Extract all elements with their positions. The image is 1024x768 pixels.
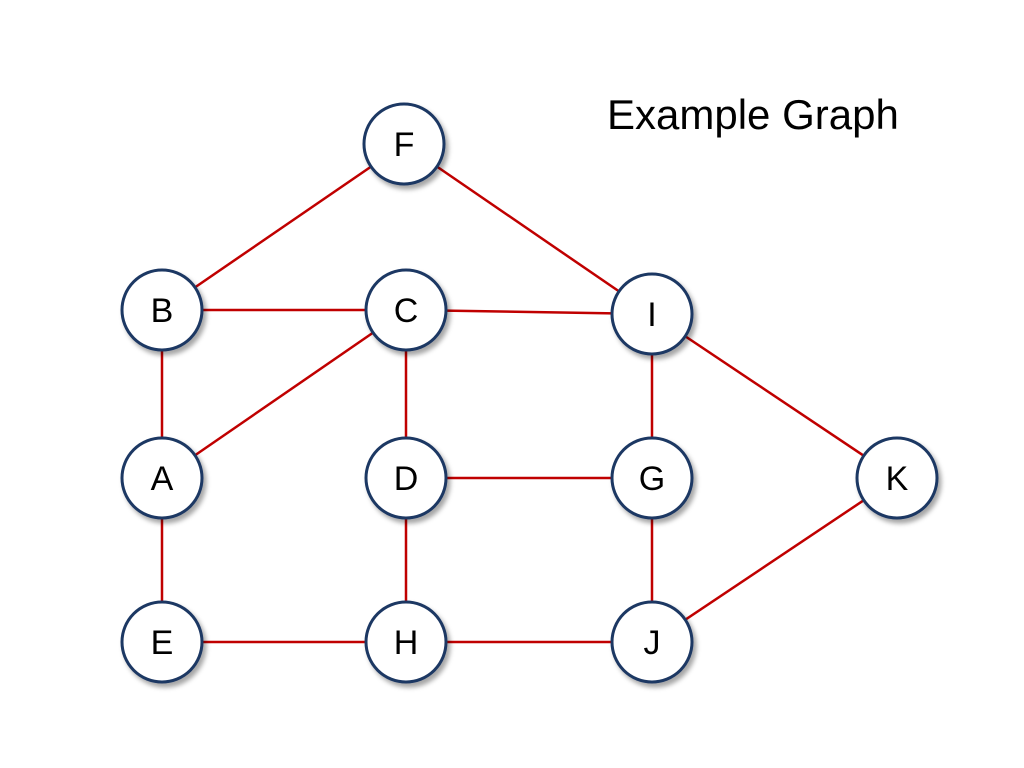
node-c: C bbox=[364, 268, 448, 352]
node-j: J bbox=[610, 600, 694, 684]
node-label: A bbox=[151, 460, 174, 498]
node-circle bbox=[120, 436, 204, 520]
node-b: B bbox=[120, 268, 204, 352]
node-circle bbox=[362, 102, 446, 186]
node-e: E bbox=[120, 600, 204, 684]
node-label: K bbox=[886, 460, 909, 498]
node-h: H bbox=[364, 600, 448, 684]
node-label: I bbox=[647, 296, 656, 334]
node-g: G bbox=[610, 436, 694, 520]
node-circle bbox=[610, 436, 694, 520]
node-a: A bbox=[120, 436, 204, 520]
edge-f-b bbox=[161, 142, 405, 312]
node-circle bbox=[120, 268, 204, 352]
node-circle bbox=[120, 600, 204, 684]
node-i: I bbox=[610, 272, 694, 356]
node-circle bbox=[610, 272, 694, 356]
node-circle bbox=[364, 436, 448, 520]
diagram-title: Example Graph bbox=[607, 91, 899, 138]
node-label: H bbox=[394, 624, 419, 662]
node-label: F bbox=[394, 126, 415, 164]
node-f: F bbox=[362, 102, 446, 186]
node-circle bbox=[364, 268, 448, 352]
node-label: E bbox=[151, 624, 174, 662]
node-label: D bbox=[394, 460, 419, 498]
node-circle bbox=[610, 600, 694, 684]
edge-f-i bbox=[403, 142, 653, 316]
edges-layer bbox=[160, 142, 898, 644]
nodes-layer: F B C I A D G K E H J bbox=[120, 102, 939, 684]
edge-k-j bbox=[651, 476, 898, 644]
edge-c-a bbox=[161, 308, 407, 480]
node-label: G bbox=[639, 460, 665, 498]
edge-i-k bbox=[651, 312, 898, 480]
node-circle bbox=[364, 600, 448, 684]
node-d: D bbox=[364, 436, 448, 520]
node-k: K bbox=[855, 436, 939, 520]
node-label: J bbox=[644, 624, 661, 662]
node-label: C bbox=[394, 292, 419, 330]
node-circle bbox=[855, 436, 939, 520]
node-label: B bbox=[151, 292, 174, 330]
